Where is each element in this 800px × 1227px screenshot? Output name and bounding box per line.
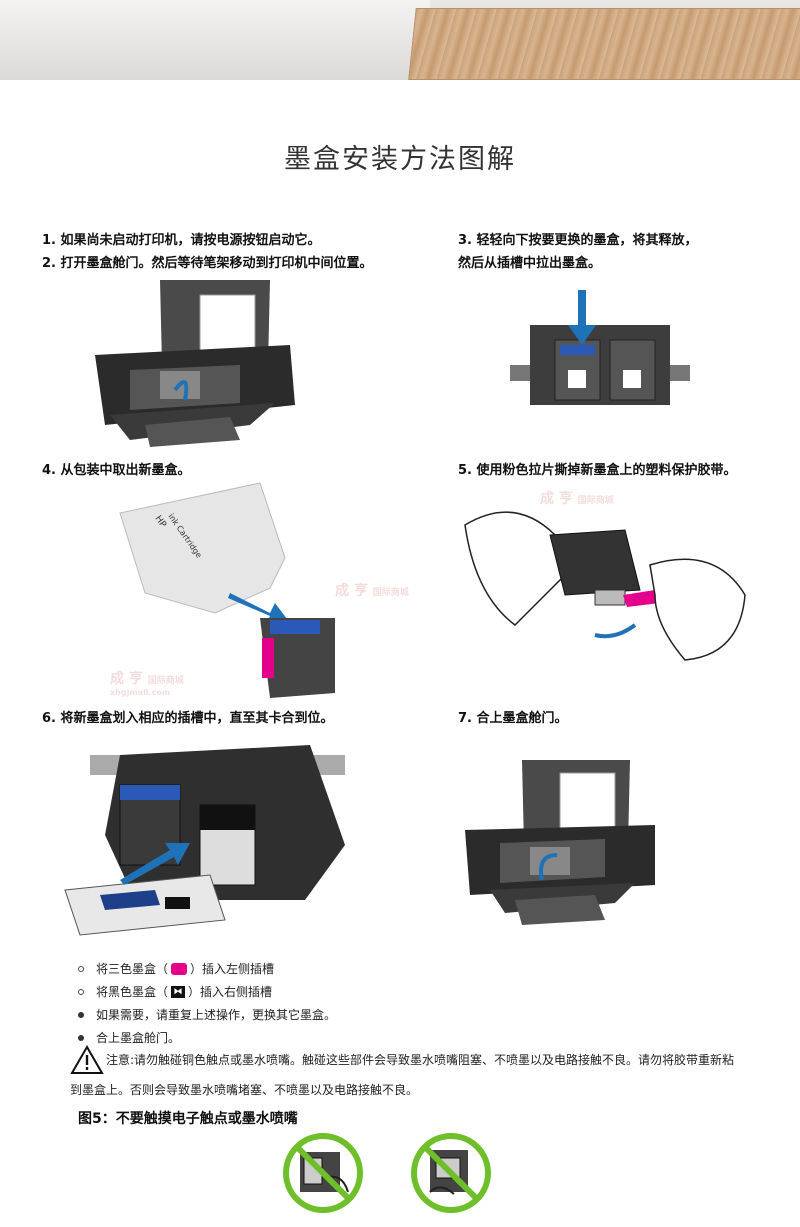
watermark-3-url: xhgjmall.com — [110, 688, 171, 697]
step-5-text: 5. 使用粉色拉片撕掉新墨盒上的塑料保护胶带。 — [458, 463, 737, 478]
no-touch-contacts-icon — [283, 1133, 363, 1213]
bullet-close: 合上墨盒舱门。 — [78, 1029, 180, 1046]
bullet-black: 将黑色墨盒（ ⧓ ）插入右侧插槽 — [78, 983, 272, 1000]
watermark-3-brand: 成 亨 — [110, 671, 143, 687]
warning-line-1: 注意:请勿触碰铜色触点或墨水喷嘴。触碰这些部件会导致墨水喷嘴阻塞、不喷墨以及电路… — [106, 1053, 735, 1067]
watermark-1-sub: 国际商城 — [577, 496, 614, 506]
remove-tape-illustration — [464, 511, 746, 661]
watermark-2-brand: 成 亨 — [335, 583, 368, 599]
step-4-text: 4. 从包装中取出新墨盒。 — [42, 463, 191, 478]
banner-wood — [408, 8, 800, 80]
watermark-2: 成 亨 国际商城 — [335, 580, 409, 600]
watermark-2-sub: 国际商城 — [372, 588, 409, 598]
watermark-1: 成 亨 国际商城 — [540, 488, 614, 508]
insert-cartridge-illustration — [64, 745, 345, 936]
watermark-1-brand: 成 亨 — [540, 491, 573, 507]
cartridge-release-illustration — [510, 290, 690, 405]
figure-caption: 图5：不要触摸电子触点或墨水喷嘴 — [78, 1111, 298, 1127]
no-touch-nozzles-icon — [411, 1133, 491, 1213]
bullet-marker — [78, 1011, 84, 1018]
warning-icon — [70, 1045, 104, 1074]
printer-open-illustration — [95, 280, 295, 447]
warning-line-2: 到墨盒上。否则会导致墨水喷嘴堵塞、不喷墨以及电路接触不良。 — [70, 1083, 419, 1097]
bullet-close-text: 合上墨盒舱门。 — [96, 1031, 181, 1045]
bullet-marker — [78, 1034, 84, 1041]
bullet-marker — [78, 988, 84, 995]
watermark-3-sub: 国际商城 — [147, 676, 184, 686]
page-title: 墨盒安装方法图解 — [284, 144, 516, 175]
printer-close-illustration — [465, 760, 655, 925]
step-2-text: 2. 打开墨盒舱门。然后等待笔架移动到打印机中间位置。 — [42, 256, 373, 271]
watermark-3: 成 亨 国际商城 xhgjmall.com — [110, 668, 184, 697]
black-cartridge-icon: ⧓ — [171, 985, 186, 998]
step-7-text: 7. 合上墨盒舱门。 — [458, 711, 568, 726]
bullet-black-pre: 将黑色墨盒（ — [96, 985, 169, 999]
tricolor-cartridge-icon — [171, 962, 188, 975]
bullet-tricolor-post: ）插入左侧插槽 — [190, 962, 275, 976]
bullet-black-post: ）插入右侧插槽 — [188, 985, 273, 999]
step-1-text: 1. 如果尚未启动打印机，请按电源按钮启动它。 — [42, 233, 321, 248]
header-banner — [0, 0, 800, 80]
banner-shelf — [0, 0, 430, 80]
bullet-tricolor: 将三色墨盒（ ）插入左侧插槽 — [78, 960, 274, 977]
step-6-text: 6. 将新墨盒划入相应的插槽中，直至其卡合到位。 — [42, 711, 334, 726]
bullet-marker — [78, 965, 84, 972]
bullet-tricolor-pre: 将三色墨盒（ — [96, 962, 169, 976]
step-3-text-cont: 然后从插槽中拉出墨盒。 — [458, 256, 602, 271]
step-3-text: 3. 轻轻向下按要更换的墨盒，将其释放， — [458, 233, 698, 248]
cartridge-package-illustration: HP ink Cartridge — [119, 482, 335, 698]
bullet-repeat-text: 如果需要，请重复上述操作，更换其它墨盒。 — [96, 1008, 337, 1022]
bullet-repeat: 如果需要，请重复上述操作，更换其它墨盒。 — [78, 1006, 336, 1023]
